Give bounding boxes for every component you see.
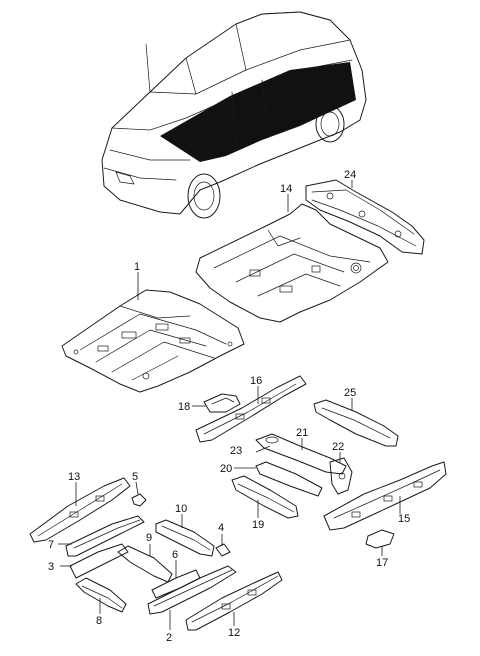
part-13-rail [29,477,131,543]
callout-18: 18 [178,401,190,413]
callout-3: 3 [48,561,54,573]
callout-14: 14 [280,183,292,195]
part-9-member [117,545,173,583]
part-3-member [69,543,129,579]
part-21-23-assembly [255,433,353,497]
callout-6: 6 [172,549,178,561]
callout-labels: 1 2 3 4 5 6 7 8 9 10 12 13 14 15 16 17 1… [48,169,410,644]
leader-lines [58,180,401,630]
callout-21: 21 [296,427,308,439]
center-floor-panel [61,289,245,393]
callout-5: 5 [132,471,138,483]
part-16-member [195,375,307,443]
part-12-rail [185,571,283,631]
part-2-member [147,565,237,615]
callout-4: 4 [218,522,224,534]
callout-7: 7 [48,539,54,551]
callout-8: 8 [96,615,102,627]
callout-10: 10 [175,503,187,515]
callout-16: 16 [250,375,262,387]
part-25-member [313,399,399,447]
callout-20: 20 [220,463,232,475]
callout-9: 9 [146,532,152,544]
vehicle-illustration [101,11,367,219]
part-8-member [75,577,127,613]
callout-24: 24 [344,169,356,181]
rear-floor-assembly [195,179,425,323]
callout-1: 1 [134,261,140,273]
part-18-bracket [203,393,241,413]
callout-13: 13 [68,471,80,483]
floor-highlight [160,62,356,162]
part-4-clip [215,543,231,557]
part-15-rail [323,461,447,531]
callout-19: 19 [252,519,264,531]
part-10-member [155,519,215,557]
part-17-bracket [365,529,395,549]
callout-15: 15 [398,513,410,525]
callout-2: 2 [166,632,172,644]
part-19-member [231,475,299,519]
callout-22: 22 [332,441,344,453]
part-5-clip [131,493,147,507]
callout-12: 12 [228,627,240,639]
callout-25: 25 [344,387,356,399]
callout-23: 23 [230,445,242,457]
part-7-member [65,515,145,557]
callout-17: 17 [376,557,388,569]
